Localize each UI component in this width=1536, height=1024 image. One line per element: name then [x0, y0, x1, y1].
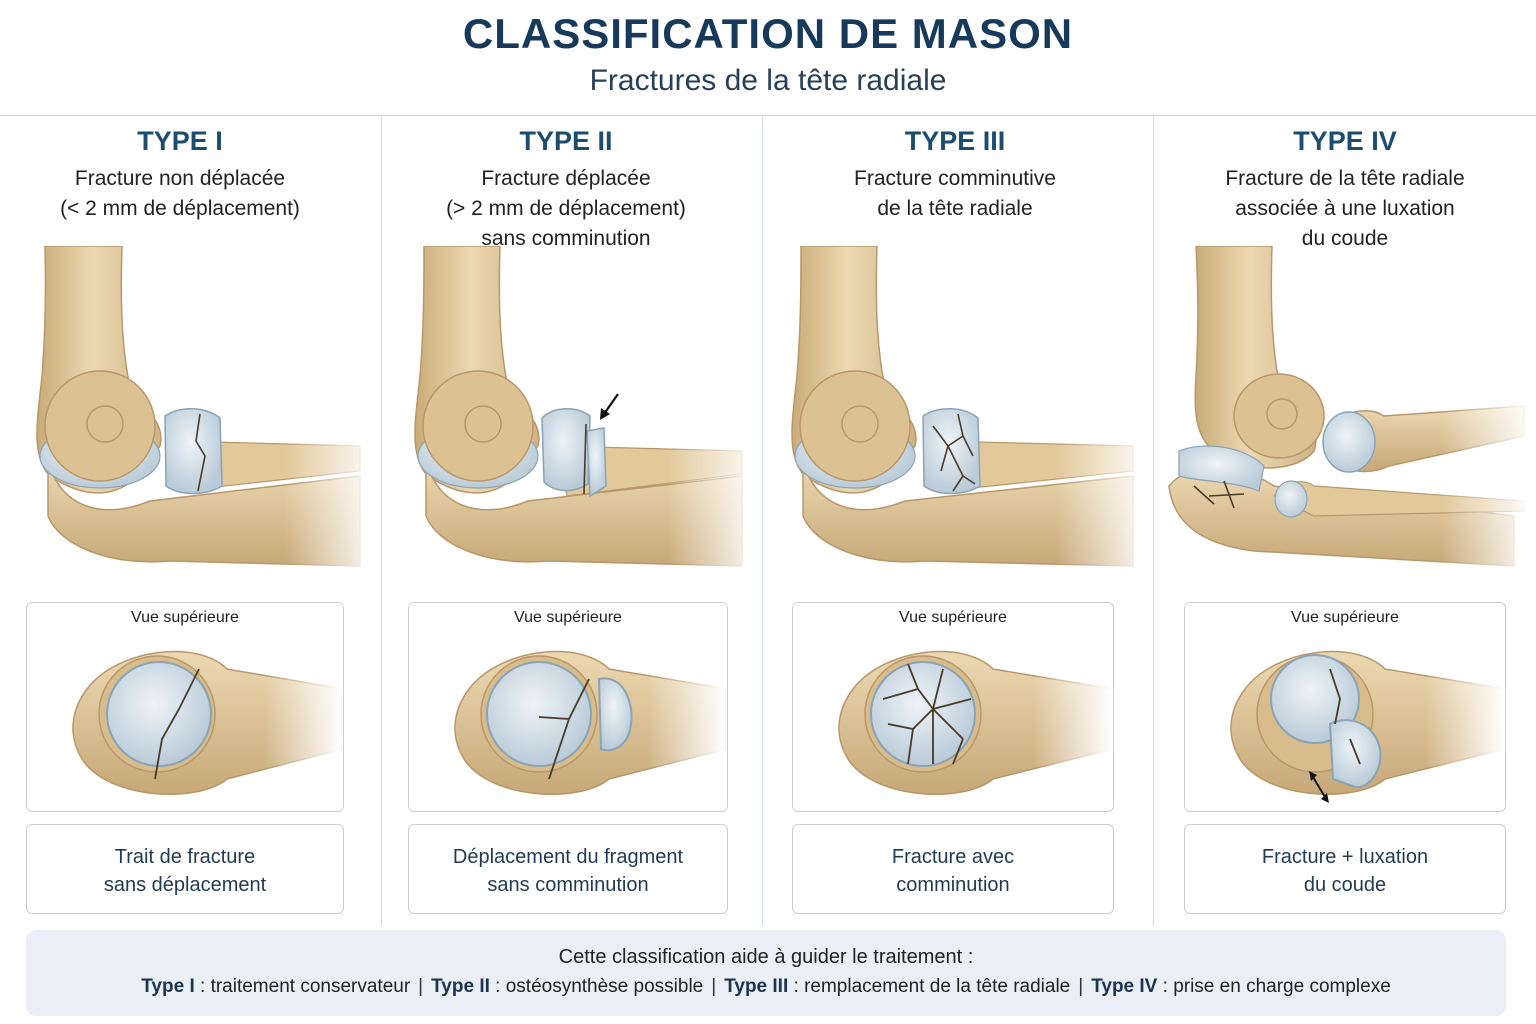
footer-treatments: Type I : traitement conservateur|Type II…	[141, 976, 1391, 997]
elbow-illustration	[382, 246, 762, 576]
caption: Trait de fracture sans déplacement	[103, 846, 267, 896]
page-subtitle: Fractures de la tête radiale	[589, 64, 947, 97]
footer-intro: Cette classification aide à guider le tr…	[558, 946, 974, 968]
superior-view-illustration	[793, 629, 1113, 809]
footer-type-text: : traitement conservateur	[194, 976, 411, 997]
type-4-column: TYPE IV Fracture de la tête radiale asso…	[1154, 116, 1536, 926]
caption-box: Fracture + luxation du coude	[1184, 824, 1506, 914]
type-title: TYPE IV	[1293, 126, 1397, 156]
type-3-column: TYPE III Fracture comminutive de la tête…	[763, 116, 1153, 926]
view-label: Vue supérieure	[131, 609, 239, 626]
superior-view-box: Vue supérieure	[408, 602, 728, 812]
caption: Déplacement du fragment sans comminution	[452, 846, 684, 896]
superior-view-illustration	[409, 629, 727, 809]
footer-type-label: Type I	[141, 976, 195, 997]
caption-box: Déplacement du fragment sans comminution	[408, 824, 728, 914]
type-title: TYPE III	[904, 126, 1006, 156]
elbow-illustration	[763, 246, 1153, 576]
caption-box: Fracture avec comminution	[792, 824, 1114, 914]
type-description: Fracture de la tête radiale associée à u…	[1225, 167, 1465, 250]
type-title: TYPE II	[519, 126, 613, 156]
superior-view-illustration	[27, 629, 343, 809]
view-label: Vue supérieure	[899, 609, 1007, 626]
caption: Fracture + luxation du coude	[1261, 846, 1429, 896]
column-divider	[381, 116, 382, 926]
superior-view-box: Vue supérieure	[792, 602, 1114, 812]
column-divider	[762, 116, 763, 926]
footer-type-label: Type III	[724, 976, 789, 997]
type-description: Fracture non déplacée (< 2 mm de déplace…	[60, 167, 300, 220]
page-title: CLASSIFICATION DE MASON	[462, 10, 1074, 57]
footer-type-text: : ostéosynthèse possible	[489, 976, 704, 997]
footer-type-text: : remplacement de la tête radiale	[788, 976, 1071, 997]
treatment-footer: Cette classification aide à guider le tr…	[26, 930, 1506, 1016]
superior-view-box: Vue supérieure	[1184, 602, 1506, 812]
footer-type-text: : prise en charge complexe	[1157, 976, 1391, 997]
type-description: Fracture comminutive de la tête radiale	[854, 167, 1056, 220]
superior-view-box: Vue supérieure	[26, 602, 344, 812]
superior-view-illustration	[1185, 629, 1505, 809]
caption-box: Trait de fracture sans déplacement	[26, 824, 344, 914]
type-2-column: TYPE II Fracture déplacée (> 2 mm de dép…	[382, 116, 762, 926]
elbow-illustration	[1154, 246, 1536, 576]
type-title: TYPE I	[137, 126, 223, 156]
footer-type-label: Type II	[431, 976, 490, 997]
type-1-column: TYPE I Fracture non déplacée (< 2 mm de …	[0, 116, 380, 926]
type-description: Fracture déplacée (> 2 mm de déplacement…	[446, 167, 686, 250]
view-label: Vue supérieure	[514, 609, 622, 626]
column-divider	[1153, 116, 1154, 926]
view-label: Vue supérieure	[1291, 609, 1399, 626]
footer-type-label: Type IV	[1091, 976, 1158, 997]
header: CLASSIFICATION DE MASON Fractures de la …	[0, 0, 1536, 116]
caption: Fracture avec comminution	[891, 846, 1015, 896]
elbow-illustration	[0, 246, 380, 576]
